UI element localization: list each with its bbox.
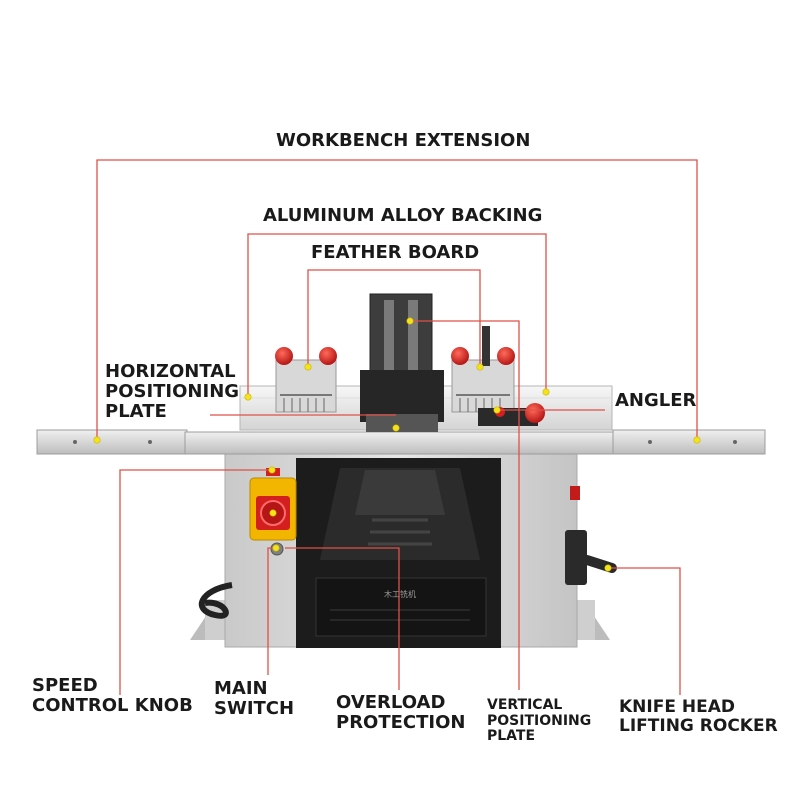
front-panel	[296, 458, 501, 648]
label-angler: ANGLER	[615, 390, 697, 411]
leader-vertical-plate	[410, 320, 520, 690]
label-aluminum-alloy-backing: ALUMINUM ALLOY BACKING	[263, 205, 543, 226]
label-feather-board: FEATHER BOARD	[311, 242, 480, 263]
leader-workbench-extension	[96, 159, 698, 440]
label-speed-control-knob: SPEED CONTROL KNOB	[32, 675, 193, 717]
label-vertical-positioning-plate: VERTICAL POSITIONING PLATE	[487, 697, 592, 745]
table-top	[36, 429, 766, 455]
leader-knife-head	[608, 567, 681, 695]
label-overload-protection: OVERLOAD PROTECTION	[336, 692, 466, 734]
leader-overload	[285, 547, 400, 690]
leader-feather-board	[307, 269, 481, 367]
feather-board-right	[451, 326, 515, 413]
label-knife-head-lifting-rocker: KNIFE HEAD LIFTING ROCKER	[619, 697, 778, 737]
label-workbench-extension: WORKBENCH EXTENSION	[276, 130, 531, 151]
label-main-switch: MAIN SWITCH	[214, 678, 295, 720]
leader-lines	[96, 159, 698, 695]
nameplate-title: 木工铣机	[384, 589, 416, 599]
leader-speed-control	[119, 469, 272, 695]
marker-dots	[93, 317, 701, 572]
power-cable	[199, 582, 233, 619]
leader-aluminum-backing	[247, 233, 547, 397]
feather-board-left	[275, 347, 337, 413]
label-horizontal-positioning-plate: HORIZONTAL POSITIONING PLATE	[105, 361, 240, 423]
vertical-plate	[360, 293, 444, 432]
